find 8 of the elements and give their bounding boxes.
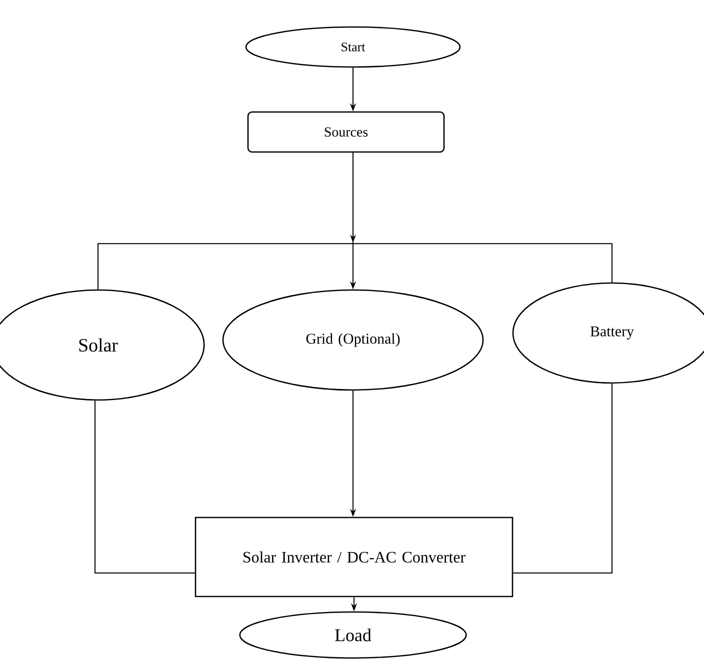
ellipse-node: Grid (Optional)	[222, 289, 484, 391]
ellipse-node: Start	[245, 26, 461, 68]
connector-line	[94, 400, 196, 574]
ellipse-node: Load	[239, 611, 467, 659]
connector-line	[352, 152, 612, 283]
process-box: Solar Inverter / DC-AC Converter	[194, 516, 514, 598]
connector-line	[512, 383, 612, 574]
process-box: Sources	[247, 111, 445, 153]
